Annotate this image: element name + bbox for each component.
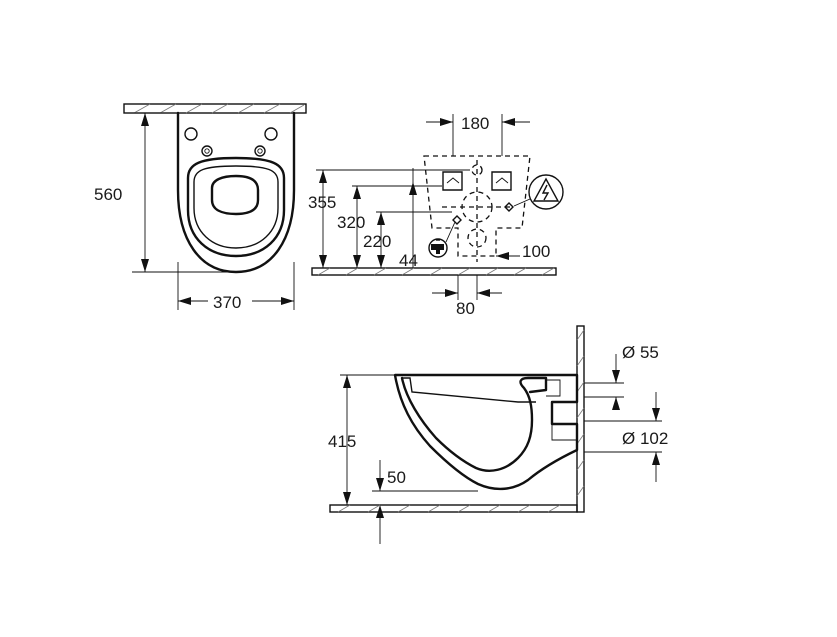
dim-50-label: 50 <box>387 468 406 487</box>
top-view-wall-hatch <box>133 103 305 114</box>
top-view-bowl-outline <box>176 111 296 274</box>
dim-100-label: 100 <box>522 242 550 261</box>
dim-370 <box>177 262 295 310</box>
top-view-wall <box>123 103 307 114</box>
dim-180-label: 180 <box>461 114 489 133</box>
dim-220 <box>376 211 452 268</box>
installation-floor <box>311 267 557 276</box>
side-view-wall <box>576 325 585 513</box>
dim-100 <box>496 252 520 260</box>
dim-50 <box>372 460 478 544</box>
dim-220-label: 220 <box>363 232 391 251</box>
installation-frame-outline <box>423 155 531 257</box>
top-view-hinge-right <box>254 145 266 157</box>
installation-centre-low <box>467 228 487 248</box>
dim-355 <box>316 169 470 268</box>
side-view-rim <box>402 377 536 403</box>
top-view-hinge-left <box>201 145 213 157</box>
dim-80-label: 80 <box>456 299 475 318</box>
dim-320 <box>352 185 442 268</box>
dim-320-label: 320 <box>337 213 365 232</box>
dim-180 <box>426 114 530 156</box>
warning-triangle-icon <box>528 174 564 210</box>
top-view: 560 370 <box>94 103 307 312</box>
installation-marker-left <box>452 215 462 225</box>
top-view-fixing-hole-left <box>184 127 198 141</box>
side-view: Ø 55 Ø 102 415 50 <box>328 325 668 544</box>
dim-dia-102-label: Ø 102 <box>622 429 668 448</box>
top-view-fixing-hole-right <box>264 127 278 141</box>
installation-marker-right <box>504 202 514 212</box>
installation-bracket-right <box>491 171 512 191</box>
dim-560 <box>132 112 230 273</box>
dim-80 <box>432 275 502 300</box>
dim-dia-55-label: Ø 55 <box>622 343 659 362</box>
dim-355-label: 355 <box>308 193 336 212</box>
top-view-seat-outer <box>186 156 286 258</box>
dim-dia-55 <box>584 354 624 410</box>
dim-415 <box>340 374 395 505</box>
dim-560-label: 560 <box>94 185 122 204</box>
side-view-floor <box>329 504 578 513</box>
top-view-seat-inner <box>193 165 279 249</box>
installation-view: 180 355 320 220 44 <box>308 114 564 318</box>
dim-44-label: 44 <box>399 251 418 270</box>
installation-bracket-left <box>442 171 463 191</box>
dim-415-label: 415 <box>328 432 356 451</box>
water-tap-icon <box>428 238 448 258</box>
top-view-bowl-opening <box>210 174 260 216</box>
side-view-bowl-inner <box>400 376 548 472</box>
side-view-bowl-profile <box>393 373 579 491</box>
dim-370-label: 370 <box>213 293 241 312</box>
dim-dia-102 <box>584 392 662 482</box>
dim-44 <box>409 168 417 268</box>
